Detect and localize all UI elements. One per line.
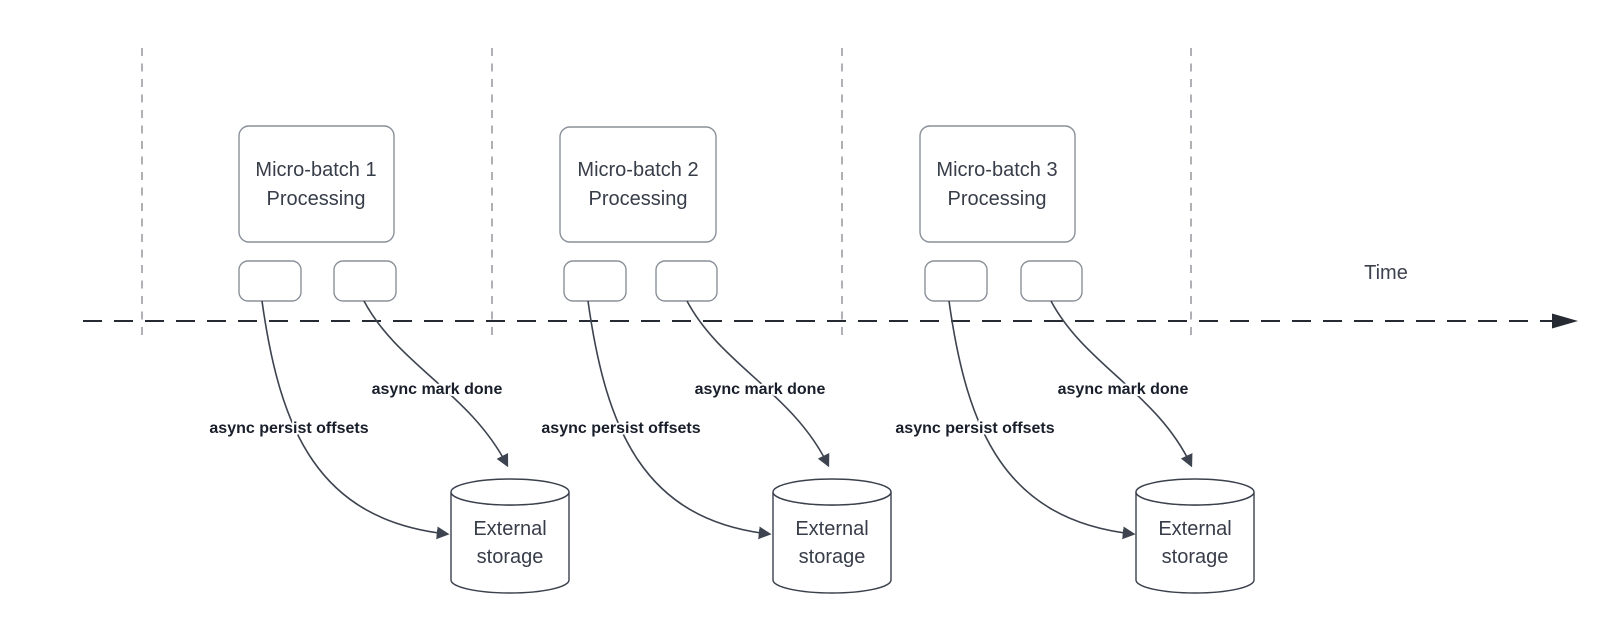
async-mark-done-label: async mark done xyxy=(1058,381,1189,398)
async-persist-offsets-arrow xyxy=(261,300,450,540)
cylinder-top xyxy=(772,478,892,506)
processing-box xyxy=(238,125,395,243)
async-persist-offsets-label: async persist offsets xyxy=(895,420,1054,437)
time-axis-label: Time xyxy=(1364,262,1408,284)
external-storage-label-line2: storage xyxy=(799,546,866,568)
external-storage-label-line1: External xyxy=(1158,518,1231,540)
external-storage-cylinder: External storage xyxy=(450,478,570,594)
external-storage-label-line2: storage xyxy=(477,546,544,568)
async-persist-offsets-arrow xyxy=(587,300,772,540)
async-mark-done-label: async mark done xyxy=(695,381,826,398)
cylinder-body xyxy=(772,491,892,594)
cylinder-body xyxy=(450,491,570,594)
external-storage-label-line1: External xyxy=(473,518,546,540)
processing-box-title-line2: Processing xyxy=(589,188,688,210)
micro-batch-group-2: Micro-batch 2 Processing External storag… xyxy=(539,126,892,594)
micro-batch-group-1: Micro-batch 1 Processing External storag… xyxy=(207,125,570,594)
cylinder-top xyxy=(1135,478,1255,506)
async-mark-done-arrow xyxy=(1050,300,1193,468)
processing-box-title-line2: Processing xyxy=(267,188,366,210)
async-mark-done-label: async mark done xyxy=(372,381,503,398)
external-storage-label-line2: storage xyxy=(1162,546,1229,568)
async-persist-offsets-arrow xyxy=(948,300,1136,540)
persist-offsets-task-box xyxy=(238,260,302,302)
mark-done-task-box xyxy=(333,260,397,302)
external-storage-cylinder: External storage xyxy=(772,478,892,594)
processing-box-title-line1: Micro-batch 1 xyxy=(255,159,376,181)
micro-batch-group-3: Micro-batch 3 Processing External storag… xyxy=(893,125,1255,594)
async-mark-done-arrow xyxy=(686,300,830,468)
external-storage-cylinder: External storage xyxy=(1135,478,1255,594)
processing-box xyxy=(559,126,717,243)
mark-done-task-box xyxy=(1020,260,1083,302)
mark-done-task-box xyxy=(655,260,718,302)
async-persist-offsets-label: async persist offsets xyxy=(541,420,700,437)
processing-box xyxy=(919,125,1076,243)
time-axis-arrowhead-icon xyxy=(1552,313,1578,329)
async-mark-done-arrow xyxy=(363,300,509,468)
processing-box-title-line2: Processing xyxy=(948,188,1047,210)
cylinder-top xyxy=(450,478,570,506)
cylinder-body xyxy=(1135,491,1255,594)
async-persist-offsets-label: async persist offsets xyxy=(209,420,368,437)
processing-box-title-line1: Micro-batch 3 xyxy=(936,159,1057,181)
persist-offsets-task-box xyxy=(563,260,627,302)
external-storage-label-line1: External xyxy=(795,518,868,540)
persist-offsets-task-box xyxy=(924,260,988,302)
processing-box-title-line1: Micro-batch 2 xyxy=(577,159,698,181)
